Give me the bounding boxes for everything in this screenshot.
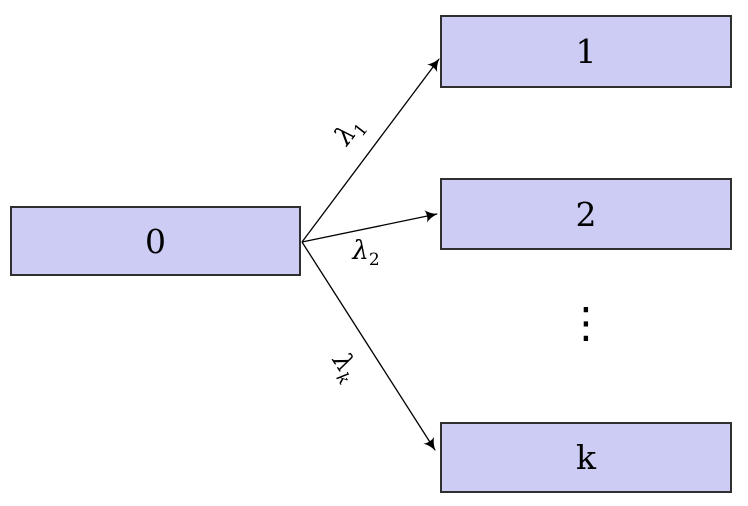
node-2-label: 2 <box>575 194 597 234</box>
node-2: 2 <box>440 178 732 250</box>
edge-0-to-k <box>301 241 436 452</box>
node-0: 0 <box>10 206 301 276</box>
lambda-subscript: 2 <box>368 250 380 271</box>
edge-label-lambda-1: λ1 <box>329 111 373 151</box>
edge-label-lambda-k: λk <box>326 348 366 389</box>
node-1-label: 1 <box>575 32 597 71</box>
edge-0-to-1 <box>301 57 440 243</box>
node-k-label: k <box>576 438 596 477</box>
node-1: 1 <box>440 15 732 88</box>
edge-label-lambda-2: λ2 <box>352 236 379 269</box>
node-0-label: 0 <box>145 221 166 261</box>
vertical-ellipsis: ⋮ <box>565 298 607 347</box>
node-k: k <box>440 422 732 493</box>
lambda-symbol: λ <box>352 236 369 266</box>
